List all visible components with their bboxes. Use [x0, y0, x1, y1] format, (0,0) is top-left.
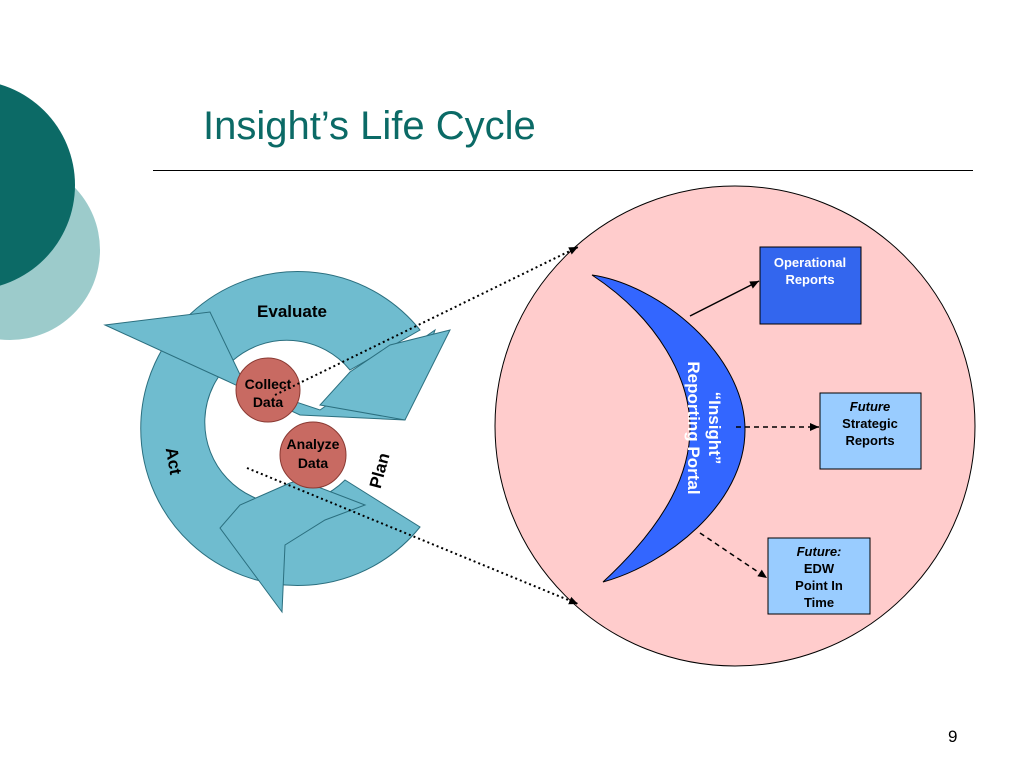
stage-label-act: Act: [162, 446, 186, 477]
cycle-arrow-plan: [319, 329, 451, 421]
analyze-data-node: [279, 421, 347, 489]
edw-box: [767, 537, 871, 615]
stage-label-evaluate: Evaluate: [257, 302, 327, 321]
collect-data-label-line1: Collect: [245, 376, 292, 392]
operational-reports-line2: Reports: [785, 272, 834, 287]
arrow-to-operational: [689, 280, 760, 317]
portal-label-line1: “Insight”: [705, 392, 724, 465]
operational-reports-line1: Operational: [774, 255, 846, 270]
dark-teal-circle: [0, 84, 75, 286]
portal-label-line2: Reporting Portal: [684, 361, 703, 494]
edw-line1: EDW: [804, 561, 835, 576]
insight-portal-crescent: [591, 274, 746, 583]
collect-data-label-line2: Data: [253, 394, 284, 410]
title-divider: [153, 170, 973, 171]
strategic-reports-box: [819, 392, 922, 470]
arrow-to-edw: [699, 532, 768, 579]
edw-line3: Time: [804, 595, 834, 610]
operational-reports-box: [759, 246, 862, 325]
strategic-reports-line1: Strategic: [842, 416, 898, 431]
analyze-data-label-line1: Analyze: [287, 436, 340, 452]
strategic-reports-line2: Reports: [845, 433, 894, 448]
analyze-data-label-line2: Data: [298, 455, 329, 471]
page-number: 9: [948, 727, 958, 746]
collect-data-node: [235, 357, 301, 423]
stage-label-plan: Plan: [366, 451, 394, 491]
edw-line2: Point In: [795, 578, 843, 593]
slide-title: Insight’s Life Cycle: [203, 104, 536, 148]
edw-qualifier: Future:: [797, 544, 842, 559]
dotted-connector-top: [274, 246, 579, 396]
strategic-reports-qualifier: Future: [850, 399, 890, 414]
